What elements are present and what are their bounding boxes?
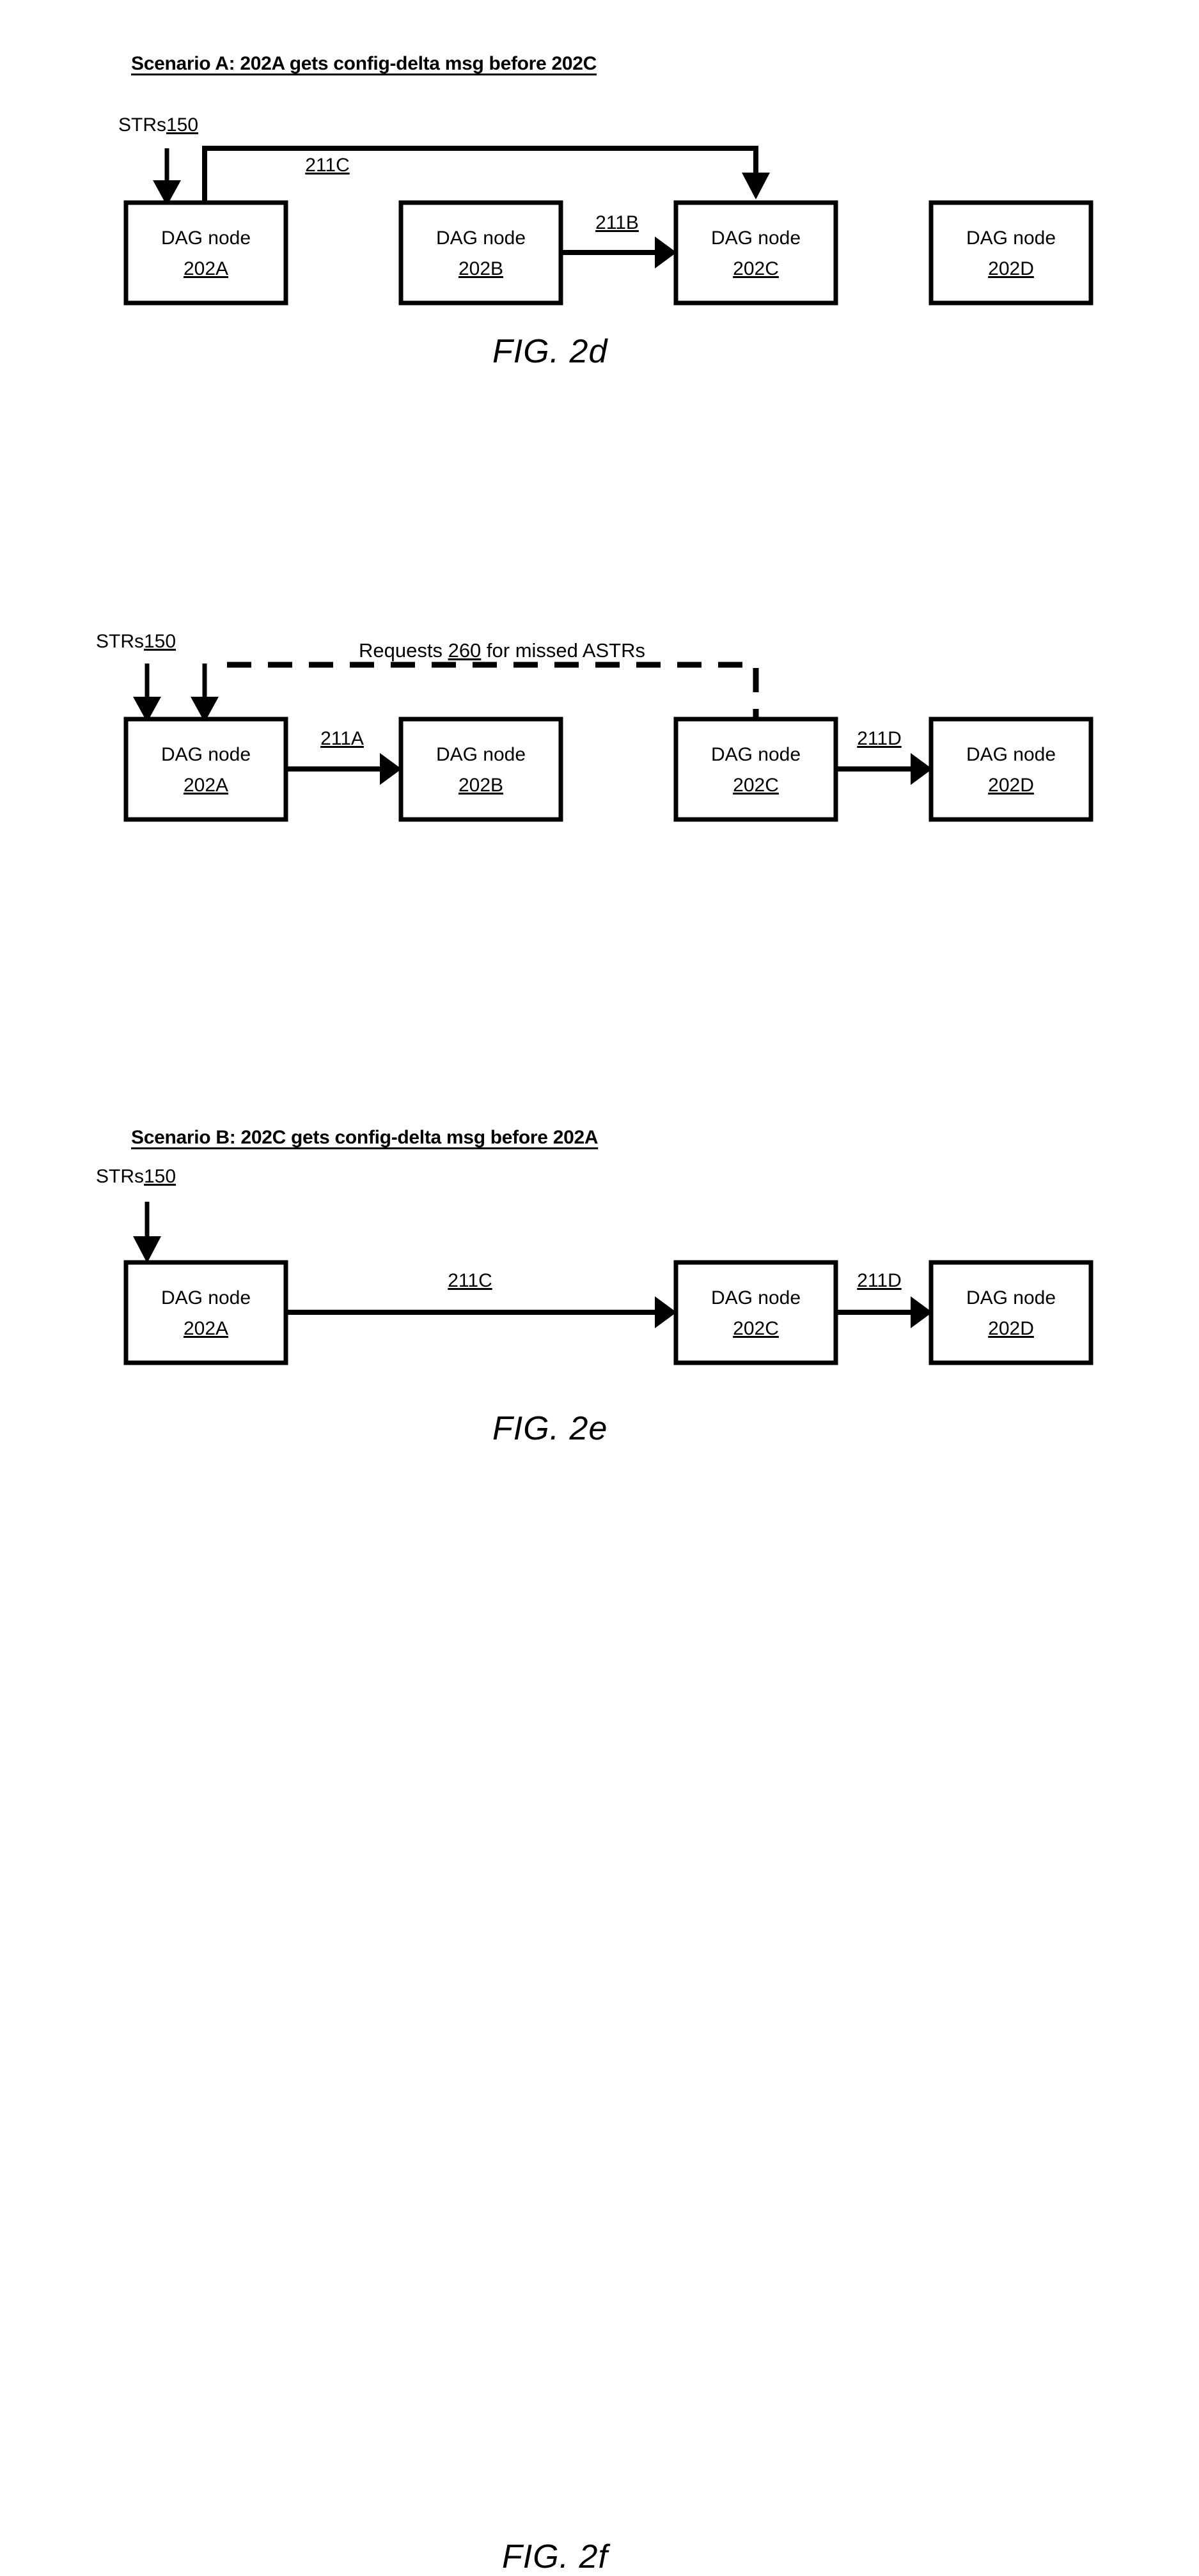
input-arrow-1-202a-2e <box>133 663 161 722</box>
node-202d-2e[interactable]: DAG node 202D <box>929 717 1093 822</box>
node-title: DAG node <box>436 744 526 765</box>
figure-2f-caption: FIG. 2f <box>502 2538 608 2575</box>
strs-ref: 150 <box>166 114 198 136</box>
node-title: DAG node <box>161 744 251 765</box>
edge-211d-2f <box>836 1296 932 1328</box>
node-id: 202C <box>733 775 779 796</box>
strs-prefix: STRs <box>96 1166 144 1187</box>
node-202b-2e[interactable]: DAG node 202B <box>398 717 563 822</box>
request-suffix: for missed ASTRs <box>481 639 645 662</box>
scenario-b-heading: Scenario B: 202C gets config-delta msg b… <box>131 1127 599 1148</box>
strs-ref: 150 <box>144 1166 176 1187</box>
node-202c-2e[interactable]: DAG node 202C <box>673 717 838 822</box>
node-title: DAG node <box>966 744 1056 765</box>
node-id: 202D <box>988 1318 1034 1339</box>
figure-2e: Scenario B: 202C gets config-delta msg b… <box>0 550 1199 1447</box>
figure-2d-canvas: STRs150 211C 211B DAG node <box>118 114 1093 306</box>
node-202a-2d[interactable]: DAG node 202A <box>123 200 288 306</box>
node-title: DAG node <box>966 1287 1056 1308</box>
node-id: 202C <box>733 1318 779 1339</box>
edge-211a-2e <box>286 753 402 785</box>
figure-2e-canvas: STRs150 Requests 260 for missed ASTRs <box>96 631 1093 822</box>
node-202c-2f[interactable]: DAG node 202C <box>673 1260 838 1365</box>
node-202a-2e[interactable]: DAG node 202A <box>123 717 288 822</box>
node-202c-2d[interactable]: DAG node 202C <box>673 200 838 306</box>
strs-flow-label-2d: STRs150 <box>118 114 198 136</box>
node-id: 202D <box>988 258 1034 279</box>
edge-label-211c-2d: 211C <box>305 155 350 176</box>
strs-prefix: STRs <box>96 631 144 652</box>
figure-2f: STRs150 211C 211D DAG node <box>0 1125 1199 2575</box>
node-id: 202D <box>988 775 1034 796</box>
figure-2f-canvas: STRs150 211C 211D DAG node <box>96 1166 1093 1365</box>
input-arrow-202a-2d <box>153 148 181 206</box>
request-note-label-2e: Requests 260 for missed ASTRs <box>359 639 645 662</box>
node-title: DAG node <box>436 228 526 249</box>
scenario-a-heading: Scenario A: 202A gets config-delta msg b… <box>131 53 597 74</box>
edge-requests-260-dashed-2e <box>227 662 759 719</box>
edge-label-211b-2d: 211B <box>595 212 639 233</box>
node-id: 202B <box>458 258 503 279</box>
edge-label-211d-2f: 211D <box>857 1270 902 1291</box>
figure-2e-caption: FIG. 2e <box>492 1410 608 1447</box>
strs-ref: 150 <box>144 631 176 652</box>
input-arrow-202a-2f <box>133 1202 161 1263</box>
node-id: 202B <box>458 775 503 796</box>
request-ref: 260 <box>448 639 482 662</box>
edge-label-211a-2e: 211A <box>320 728 364 749</box>
node-id: 202A <box>184 1318 228 1339</box>
node-title: DAG node <box>711 1287 801 1308</box>
edge-label-211c-2f: 211C <box>448 1270 492 1291</box>
strs-prefix: STRs <box>118 114 166 136</box>
edge-211c-2d <box>202 146 770 203</box>
node-title: DAG node <box>161 228 251 249</box>
edge-label-211d-2e: 211D <box>857 728 902 749</box>
strs-flow-label-2e: STRs150 <box>96 631 176 652</box>
node-202d-2f[interactable]: DAG node 202D <box>929 1260 1093 1365</box>
node-id: 202A <box>184 258 228 279</box>
node-title: DAG node <box>711 744 801 765</box>
node-202a-2f[interactable]: DAG node 202A <box>123 1260 288 1365</box>
figure-2d-caption: FIG. 2d <box>492 333 608 370</box>
figure-2d: Scenario A: 202A gets config-delta msg b… <box>0 0 1199 396</box>
node-id: 202A <box>184 775 228 796</box>
edge-211c-2f <box>286 1296 677 1328</box>
node-202d-2d[interactable]: DAG node 202D <box>929 200 1093 306</box>
node-title: DAG node <box>966 228 1056 249</box>
node-202b-2d[interactable]: DAG node 202B <box>398 200 563 306</box>
request-prefix: Requests <box>359 639 448 662</box>
input-arrow-2-202a-2e <box>191 663 219 722</box>
node-title: DAG node <box>161 1287 251 1308</box>
node-title: DAG node <box>711 228 801 249</box>
strs-flow-label-2f: STRs150 <box>96 1166 176 1187</box>
edge-211d-2e <box>836 753 932 785</box>
node-id: 202C <box>733 258 779 279</box>
edge-211b-2d <box>561 237 677 268</box>
